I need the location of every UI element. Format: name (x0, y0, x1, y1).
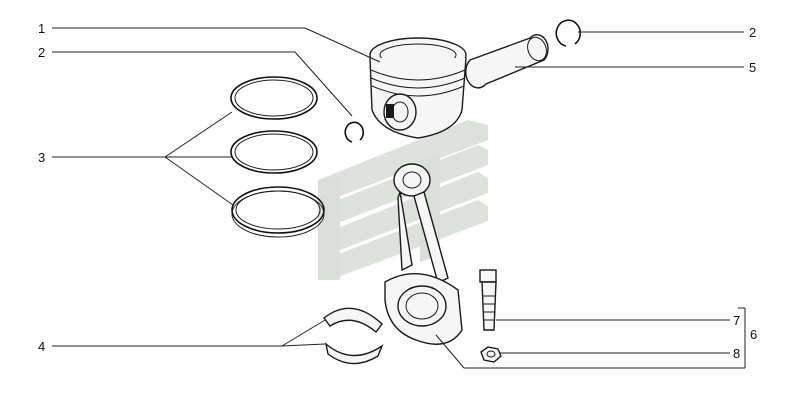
piston (369, 37, 467, 139)
callout-2-left: 2 (38, 45, 45, 60)
callout-1: 1 (38, 21, 45, 36)
leader-lines (52, 27, 746, 369)
callout-5: 5 (749, 60, 756, 75)
snap-ring-right (555, 19, 582, 47)
callout-7: 7 (733, 313, 740, 328)
piston-rings (230, 76, 325, 238)
conrod-nut (480, 346, 502, 363)
piston-pin (465, 34, 549, 89)
connecting-rod (384, 163, 463, 345)
callout-8: 8 (733, 346, 740, 361)
callout-3: 3 (38, 150, 45, 165)
bearing-shells (323, 307, 384, 365)
conrod-bolt (479, 269, 497, 331)
callout-6: 6 (750, 327, 757, 342)
callout-4: 4 (38, 339, 45, 354)
callout-2-right: 2 (749, 25, 756, 40)
snap-ring-left (344, 121, 364, 143)
